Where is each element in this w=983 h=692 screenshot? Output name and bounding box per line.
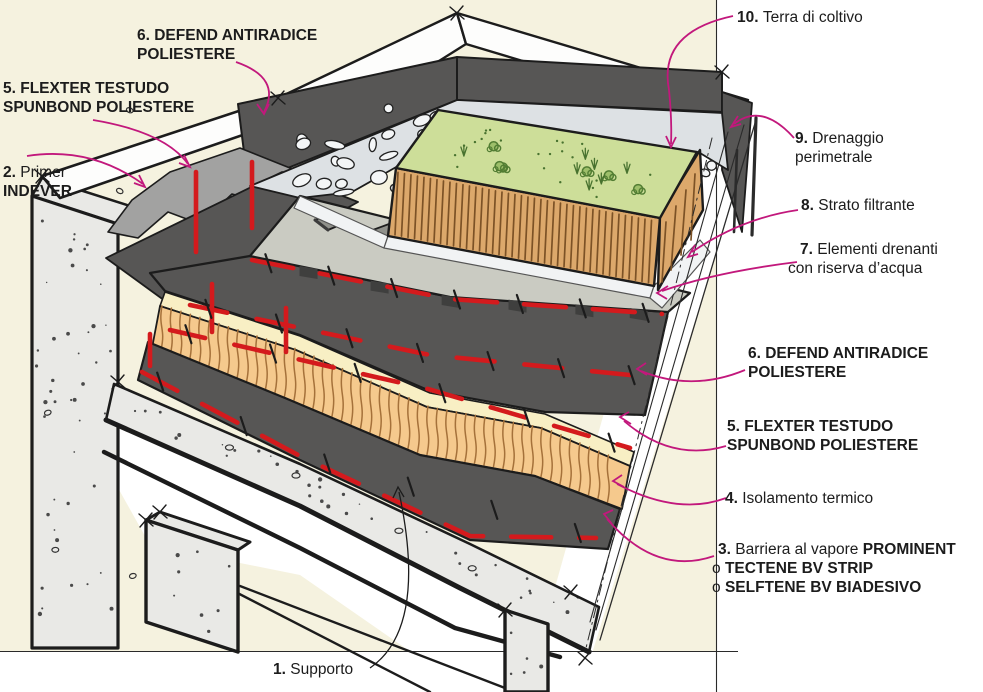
- callout-line: SPUNBOND POLIESTERE: [3, 98, 194, 117]
- insulation-layer: [151, 291, 635, 510]
- callout-line: 2. Primer: [3, 163, 72, 182]
- callout-flexter-right: 5. FLEXTER TESTUDO SPUNBOND POLIESTERE: [727, 417, 918, 455]
- arrow-drenaggio: [728, 114, 795, 139]
- callout-text: Barriera al vapore: [735, 541, 863, 558]
- callout-line: 4. Isolamento termico: [725, 489, 873, 508]
- callout-text: Strato filtrante: [818, 197, 915, 214]
- arrow-strato: [686, 209, 799, 259]
- callout-text: Elementi drenanti: [817, 241, 938, 258]
- arrow-barriera: [602, 509, 715, 563]
- arrow-defend-right: [635, 362, 746, 383]
- callout-line: POLIESTERE: [748, 363, 928, 382]
- callout-text: POLIESTERE: [748, 364, 847, 381]
- callout-line: 5. FLEXTER TESTUDO: [3, 79, 194, 98]
- callout-line: 6. DEFEND ANTIRADICE: [137, 26, 317, 45]
- callout-line: 6. DEFEND ANTIRADICE: [748, 344, 928, 363]
- callout-line: o TECTENE BV STRIP: [712, 559, 956, 578]
- callout-line: 5. FLEXTER TESTUDO: [727, 417, 918, 436]
- callout-line: 8. Strato filtrante: [801, 196, 915, 215]
- callout-text: Terra di coltivo: [762, 9, 863, 26]
- seam-tick-marks: [156, 253, 650, 544]
- corner-marks: [34, 5, 730, 666]
- callout-line: 7. Elementi drenanti: [788, 240, 938, 259]
- callout-text: TECTENE BV STRIP: [724, 560, 874, 577]
- callout-text: SELFTENE BV BIADESIVO: [724, 579, 922, 596]
- callout-line: con riserva d’acqua: [788, 259, 938, 278]
- callout-line: o SELFTENE BV BIADESIVO: [712, 578, 956, 597]
- callout-text: 8.: [801, 197, 819, 214]
- callout-text: 6. DEFEND ANTIRADICE: [748, 345, 929, 362]
- callout-line: 3. Barriera al vapore PROMINENT: [712, 540, 956, 559]
- callout-text: Supporto: [290, 661, 354, 678]
- arrow-isolamento: [611, 474, 727, 506]
- arrow-supporto: [369, 485, 410, 669]
- callout-text: 3.: [718, 541, 736, 558]
- callout-text: perimetrale: [795, 149, 873, 166]
- arrow-flexter-left: [92, 119, 192, 169]
- callout-text: INDEVER: [3, 183, 72, 200]
- callout-line: INDEVER: [3, 182, 72, 201]
- callout-text: o: [712, 579, 725, 596]
- callout-text: 9.: [795, 130, 813, 147]
- filter-fleece: [293, 195, 711, 309]
- arrow-terra: [665, 15, 734, 150]
- callout-line: 9. Drenaggio: [795, 129, 884, 148]
- callout-text: 5. FLEXTER TESTUDO: [727, 418, 894, 435]
- parapet-wall: [30, 107, 137, 650]
- callout-terra-di-coltivo: 10. Terra di coltivo: [737, 8, 863, 27]
- callout-line: perimetrale: [795, 148, 884, 167]
- callout-text: Primer: [20, 164, 66, 181]
- callout-text: 10.: [737, 9, 763, 26]
- callout-text: o: [712, 560, 725, 577]
- arrow-primer: [26, 153, 147, 189]
- callout-text: con riserva d’acqua: [788, 260, 923, 277]
- callout-text: Isolamento termico: [742, 490, 874, 507]
- callout-text: POLIESTERE: [137, 46, 236, 63]
- callout-text: 1.: [273, 661, 291, 678]
- callout-text: PROMINENT: [862, 541, 956, 558]
- callout-text: Drenaggio: [812, 130, 884, 147]
- callout-line: SPUNBOND POLIESTERE: [727, 436, 918, 455]
- callout-text: SPUNBOND POLIESTERE: [3, 99, 195, 116]
- arrow-defend-left: [235, 61, 270, 116]
- vapour-barrier: [136, 340, 622, 551]
- parapet-membrane-faces: [237, 56, 753, 233]
- arrow-flexter-right: [618, 411, 727, 452]
- callout-strato-filtrante: 8. Strato filtrante: [801, 196, 915, 215]
- callout-defend-right: 6. DEFEND ANTIRADICE POLIESTERE: [748, 344, 928, 382]
- callout-defend-left: 6. DEFEND ANTIRADICE POLIESTERE: [137, 26, 317, 64]
- callout-text: SPUNBOND POLIESTERE: [727, 437, 919, 454]
- callout-line: POLIESTERE: [137, 45, 317, 64]
- callout-line: 10. Terra di coltivo: [737, 8, 863, 27]
- arrow-elementi: [655, 261, 798, 300]
- callout-text: 5. FLEXTER TESTUDO: [3, 80, 170, 97]
- vegetation: [394, 108, 699, 220]
- callout-text: 4.: [725, 490, 743, 507]
- soil-layer: [386, 148, 705, 292]
- callout-text: 6. DEFEND ANTIRADICE: [137, 27, 318, 44]
- red-membrane-strips: [139, 159, 665, 541]
- callout-text: 7.: [800, 241, 818, 258]
- callout-line: 1. Supporto: [273, 660, 353, 679]
- callout-isolamento-termico: 4. Isolamento termico: [725, 489, 873, 508]
- callout-text: 2.: [3, 164, 21, 181]
- callout-supporto: 1. Supporto: [273, 660, 353, 679]
- callout-arrows: [26, 15, 799, 669]
- support-piers: [144, 510, 550, 692]
- callout-flexter-left: 5. FLEXTER TESTUDO SPUNBOND POLIESTERE: [3, 79, 194, 117]
